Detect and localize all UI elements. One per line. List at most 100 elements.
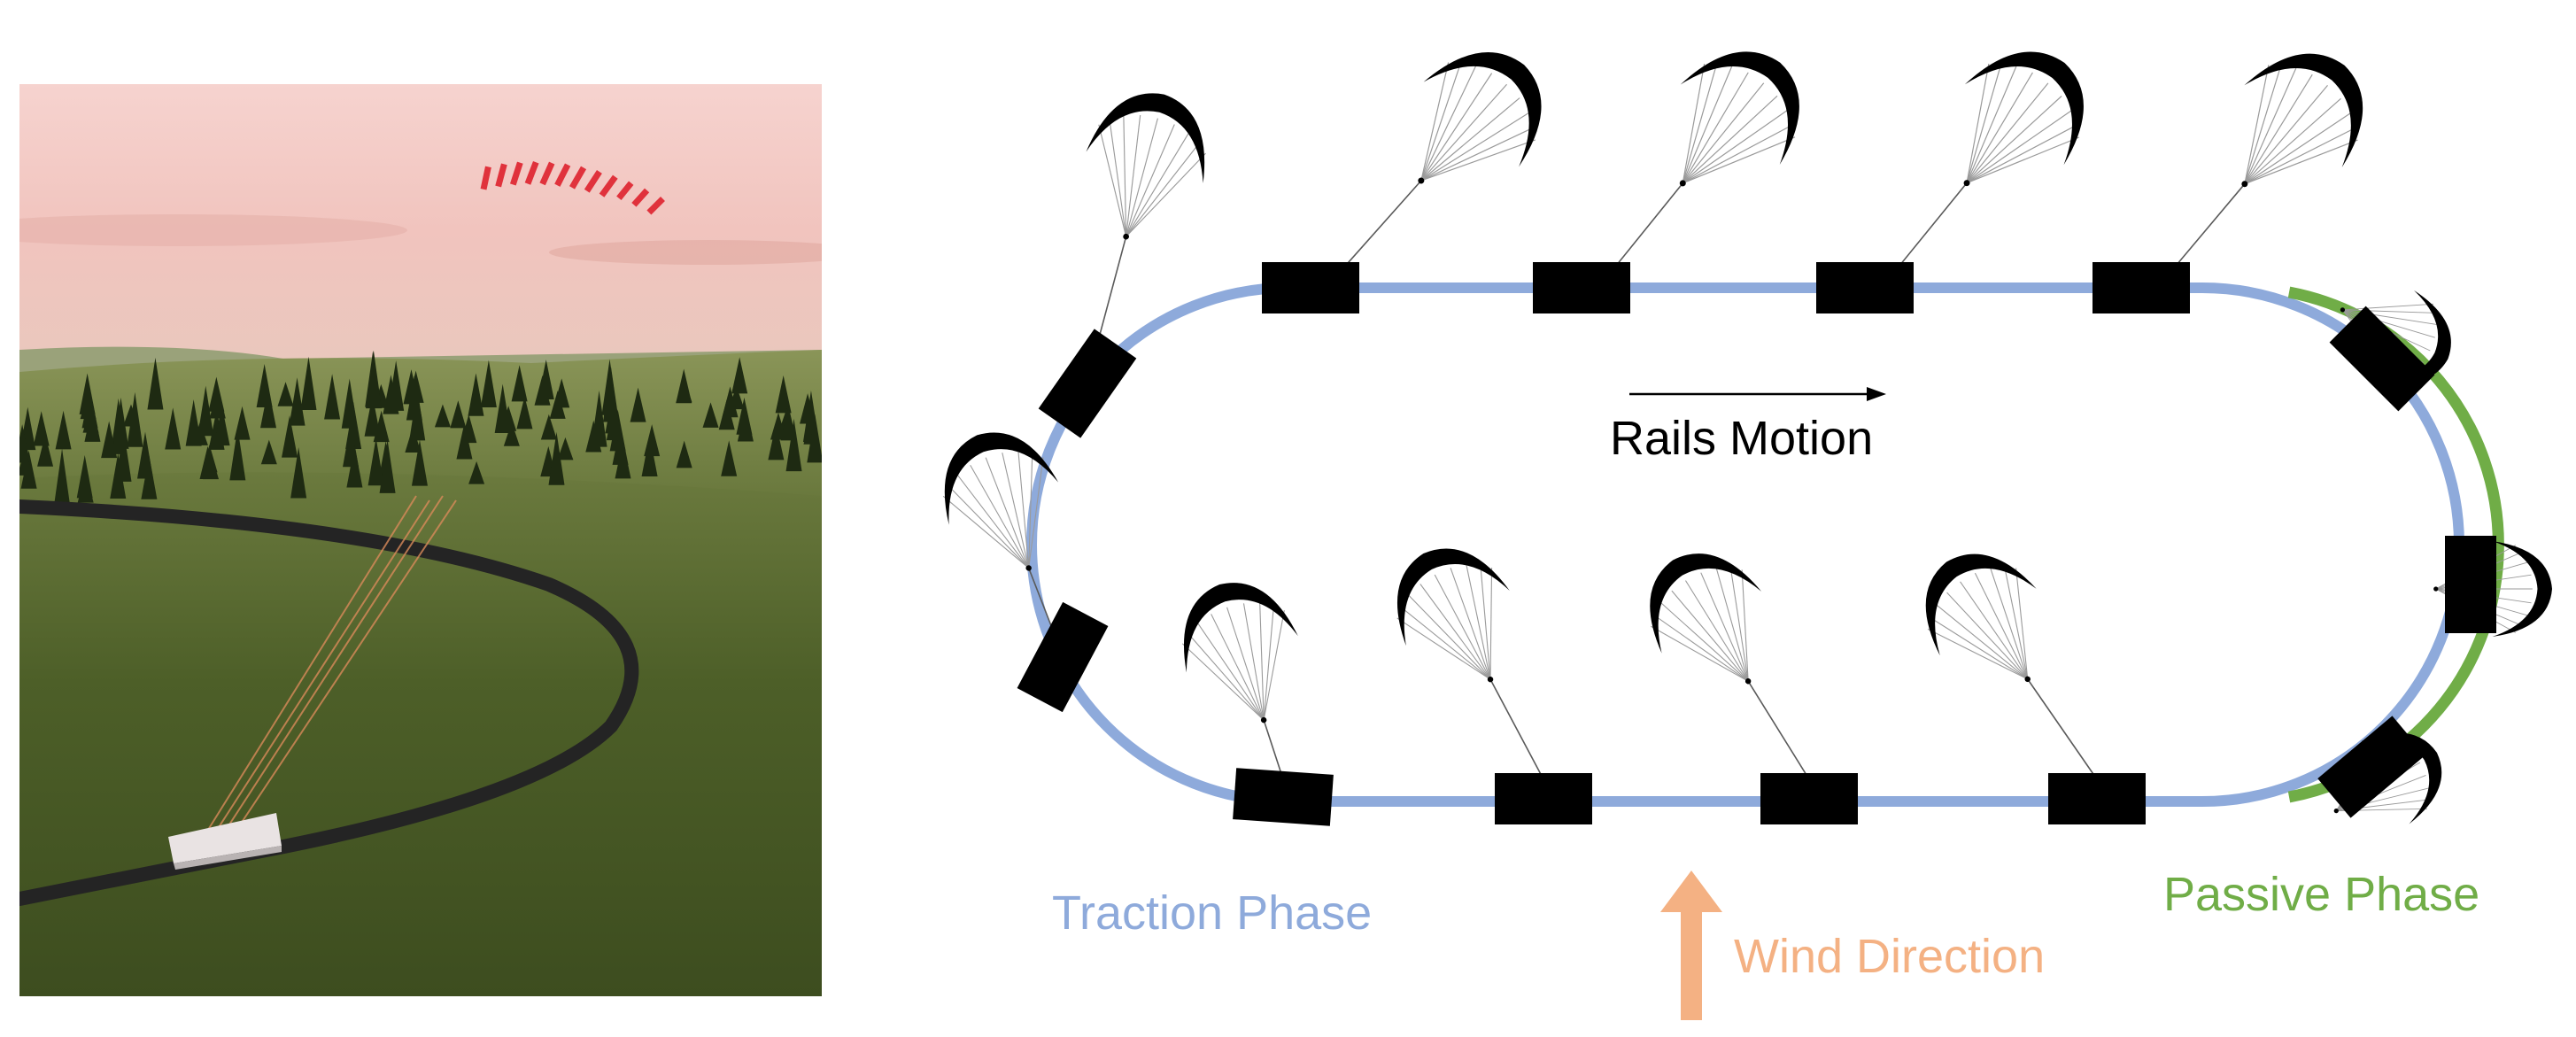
kite-icon (1181, 583, 1298, 724)
tree (434, 404, 451, 428)
tree (534, 375, 551, 406)
rails-motion-arrow-icon (1629, 387, 1886, 401)
tree (676, 368, 692, 404)
kite-icon (1963, 51, 2084, 187)
tether-line (1489, 678, 1544, 780)
kite-icon (1650, 553, 1762, 685)
photo-kite-icon (480, 161, 665, 215)
tree (468, 460, 485, 484)
tree (768, 422, 785, 460)
cart-icon (1495, 773, 1592, 824)
tree (277, 382, 294, 406)
tree (383, 375, 399, 414)
tree (84, 404, 101, 442)
tether-line (1612, 182, 1683, 271)
tree (540, 414, 557, 440)
tether-line (1895, 182, 1968, 271)
photo-tethers (203, 495, 457, 838)
tree (191, 422, 208, 445)
tree (511, 365, 528, 402)
tree (456, 422, 473, 460)
cart-icon (2317, 716, 2425, 818)
traction-phase-label: Traction Phase (1052, 886, 1372, 940)
tree (289, 377, 306, 426)
tree (345, 401, 362, 450)
tree (300, 356, 317, 411)
tree (702, 402, 719, 428)
kite-icon (1086, 93, 1206, 240)
tree (19, 424, 31, 463)
kite-icon (1925, 553, 2037, 683)
rail-track-loop (1026, 282, 2464, 807)
tree (209, 384, 226, 419)
tree (676, 440, 692, 468)
tree (19, 449, 34, 476)
tree (77, 472, 94, 503)
tree (406, 375, 422, 421)
wind-arrow-icon (1660, 871, 1722, 1020)
passive-phase-label: Passive Phase (2163, 868, 2479, 921)
tree (199, 445, 216, 479)
tree (127, 391, 143, 447)
cart-icon (1017, 601, 1109, 713)
tree (213, 405, 230, 446)
tree (553, 378, 570, 408)
kite-icon (1418, 52, 1542, 184)
tree (411, 439, 428, 486)
cart-icon (1533, 262, 1630, 313)
cart-icon (1816, 262, 1914, 313)
cart-icon (2329, 306, 2435, 412)
tree (785, 418, 802, 472)
tree (147, 357, 164, 410)
tree (165, 407, 182, 450)
tree (282, 414, 298, 458)
tree (229, 428, 246, 481)
tree (770, 412, 786, 440)
tree (346, 445, 363, 488)
cart-icon (2445, 536, 2496, 633)
tree (503, 422, 520, 446)
tree (290, 446, 307, 499)
photo-rail-cart (168, 813, 282, 870)
photo-cloud (19, 214, 407, 246)
tree (379, 439, 396, 493)
cart-icon (2093, 262, 2190, 313)
tree (630, 387, 646, 422)
tether-line (1263, 719, 1284, 780)
tree (141, 454, 158, 499)
tree (737, 405, 754, 442)
cart-icon (1262, 262, 1359, 313)
tree (775, 375, 792, 414)
kite-icon (1396, 548, 1510, 683)
cart-icon (2048, 773, 2146, 824)
tether-line (1747, 680, 1810, 780)
tree (260, 387, 277, 429)
tree (644, 424, 661, 457)
carts (1017, 262, 2496, 826)
tether-line (2027, 678, 2098, 780)
cart-icon (1760, 773, 1858, 824)
tree (557, 437, 574, 460)
photo-cloud (549, 240, 822, 265)
wind-direction-label: Wind Direction (1734, 930, 2045, 983)
tree (197, 385, 214, 437)
tree (731, 357, 748, 394)
tree (367, 437, 384, 486)
tree (115, 429, 132, 482)
tree (807, 414, 822, 463)
tree (468, 373, 484, 416)
tree (548, 431, 565, 485)
tree (234, 406, 251, 440)
tree (260, 439, 277, 465)
tree (450, 400, 467, 429)
cart-icon (1038, 329, 1137, 438)
tree (54, 448, 71, 506)
tree (721, 440, 738, 476)
tether-line (2171, 183, 2246, 271)
tether-line (1341, 180, 1422, 271)
tree (365, 350, 382, 407)
tree (480, 360, 497, 407)
tree (722, 386, 739, 418)
rails-motion-label: Rails Motion (1610, 412, 1873, 465)
